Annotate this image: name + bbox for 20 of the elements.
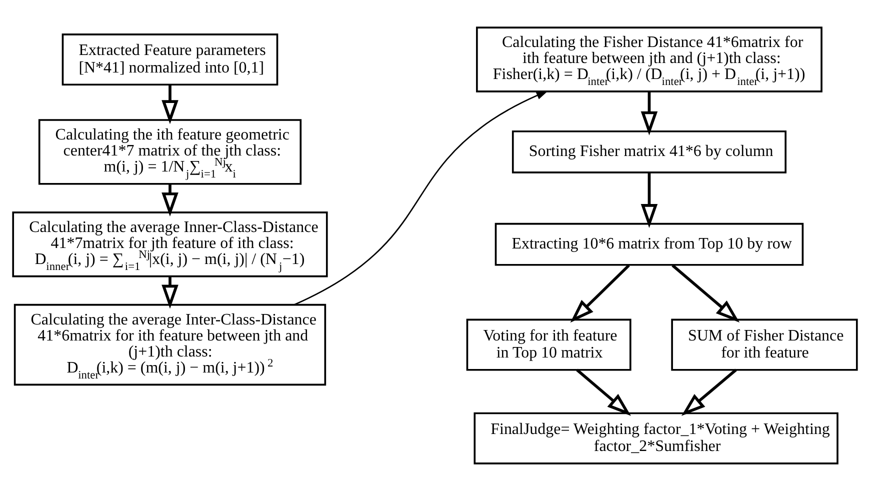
node-box: Extracting 10*6 matrix from Top 10 by row	[494, 222, 804, 266]
node-box: Calculating the average Inner-Class-Distance 41*7matrix for jth feature of ith class: D$_{inner}$(i, j) = ∑$_{i=1}$$^{Nj}$|x(i, j) − m(i, j)| / (N$_{j}$−1)	[12, 212, 328, 278]
arrow	[570, 264, 630, 323]
node-box: Extracted Feature parameters [N*41] normalized into [0,1]	[62, 34, 278, 86]
node-box: Sorting Fisher matrix 41*6 by column	[512, 130, 786, 174]
arrow	[162, 184, 178, 216]
node-box: SUM of Fisher Distance for ith feature	[671, 318, 858, 371]
arrow	[672, 264, 740, 322]
arrow	[681, 368, 737, 416]
arrow	[640, 92, 658, 136]
node-box: Calculating the average Inter-Class-Distance 41*6matrix for ith feature between jth and (j+1)th class: D$_{inter}$(i,k) = (m(i, j) − m(i, j+1))$^{2}$	[14, 304, 326, 386]
node-box: Voting for ith feature in Top 10 matrix	[466, 318, 632, 371]
arrow	[640, 172, 658, 228]
node-box: Calculating the ith feature geometric center41*7 matrix of the jth class: m(i, j) = 1/N$_{j}$∑$_{i=1}$$^{Nj}$x$_{i}$	[38, 119, 302, 185]
node-box: Calculating the Fisher Distance 41*6matrix for ith feature between jth and (j+1)th class: Fisher(i,k) = D$_{inter}$(i,k) / (D$_{inter}$(i, j) + D$_{inter}$(i, j+1))	[476, 26, 822, 92]
node-box: FinalJudge= Weighting factor_1*Voting + Weighting factor_2*Sumfisher	[474, 412, 838, 464]
arrow	[576, 368, 631, 416]
arrow	[162, 276, 178, 309]
arrow	[294, 90, 548, 306]
arrow	[162, 84, 178, 124]
